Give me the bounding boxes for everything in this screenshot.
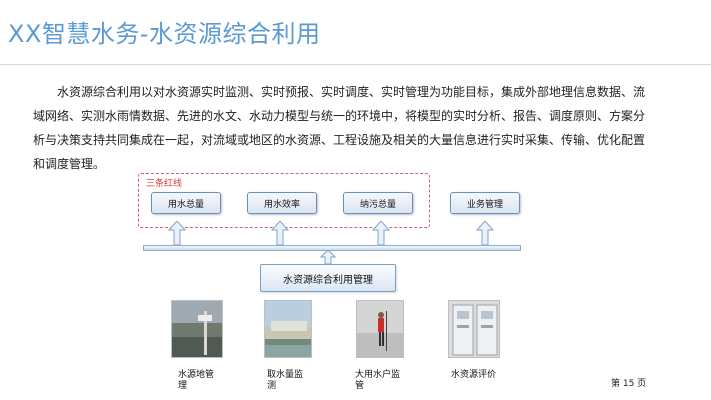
page-number: 第 15 页 (611, 379, 647, 389)
title-divider (0, 64, 711, 65)
caption-line: 测 (267, 381, 277, 391)
horizontal-connector-bar (143, 245, 521, 251)
up-arrow-icon (168, 221, 186, 245)
caption-line: 水源地管 (178, 370, 215, 380)
caption-line: 理 (178, 381, 188, 391)
caption-line: 大用水户监 (355, 370, 401, 380)
box-business-management: 业务管理 (450, 192, 520, 214)
water-resources-management-box: 水资源综合利用管理 (260, 264, 396, 292)
caption-water-evaluation: 水资源评价 (451, 370, 496, 381)
redline-label: 三条红线 (146, 179, 183, 189)
water-intake-photo (264, 300, 312, 358)
up-arrow-icon (271, 221, 289, 245)
caption-line: 取水量监 (267, 370, 304, 380)
caption-line: 水资源评价 (451, 370, 497, 380)
intro-paragraph: 水资源综合利用以对水资源实时监测、实时预报、实时调度、实时管理为功能目标，集成外… (33, 85, 646, 171)
water-evaluation-photo (448, 300, 500, 358)
large-water-user-photo (356, 300, 404, 358)
up-arrow-icon (372, 221, 390, 245)
page-title: XX智慧水务-水资源综合利用 (8, 20, 321, 48)
water-source-photo (171, 300, 223, 358)
up-arrow-icon (320, 250, 336, 264)
caption-line: 管 (355, 381, 365, 391)
caption-water-source: 水源地管 理 (178, 370, 214, 392)
box-water-efficiency: 用水效率 (247, 192, 317, 214)
box-pollution-total: 纳污总量 (343, 192, 413, 214)
caption-water-intake: 取水量监 测 (267, 370, 303, 392)
caption-large-user: 大用水户监 管 (355, 370, 400, 392)
box-total-water-use: 用水总量 (151, 192, 221, 214)
up-arrow-icon (476, 221, 494, 245)
